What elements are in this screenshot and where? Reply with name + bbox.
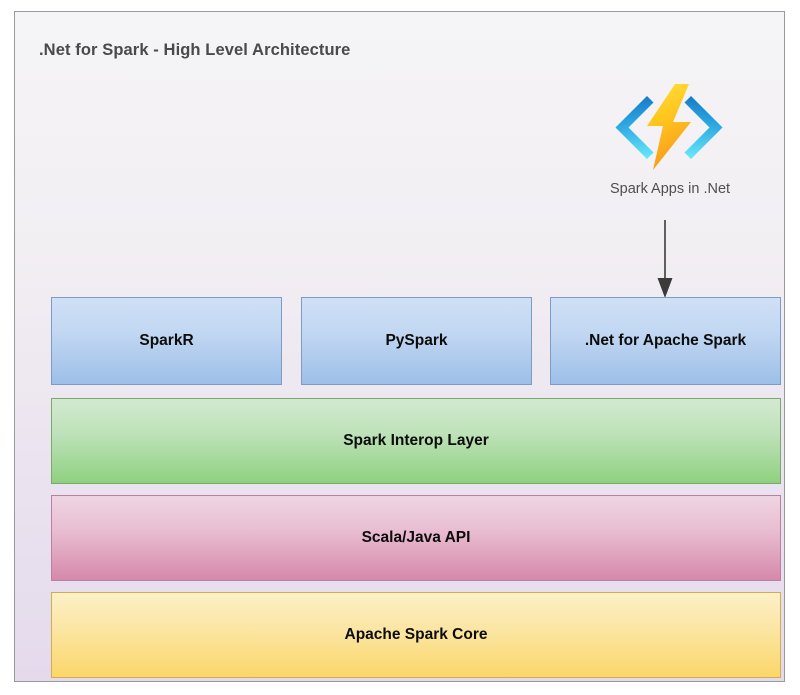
box-scala-java-api[interactable]: Scala/Java API xyxy=(51,495,781,581)
spark-dotnet-logo-block: Spark Apps in .Net xyxy=(575,82,765,207)
box-pyspark[interactable]: PySpark xyxy=(301,297,532,385)
spark-dotnet-logo-icon xyxy=(615,84,723,170)
box-dotnet-for-apache-spark[interactable]: .Net for Apache Spark xyxy=(550,297,781,385)
logo-caption: Spark Apps in .Net xyxy=(609,181,731,197)
box-apache-spark-core[interactable]: Apache Spark Core xyxy=(51,592,781,678)
down-arrow-icon xyxy=(657,220,673,298)
page-title: .Net for Spark - High Level Architecture xyxy=(39,41,351,59)
diagram-canvas: .Net for Spark - High Level Architecture xyxy=(14,11,785,682)
box-sparkr[interactable]: SparkR xyxy=(51,297,282,385)
box-spark-interop-layer[interactable]: Spark Interop Layer xyxy=(51,398,781,484)
